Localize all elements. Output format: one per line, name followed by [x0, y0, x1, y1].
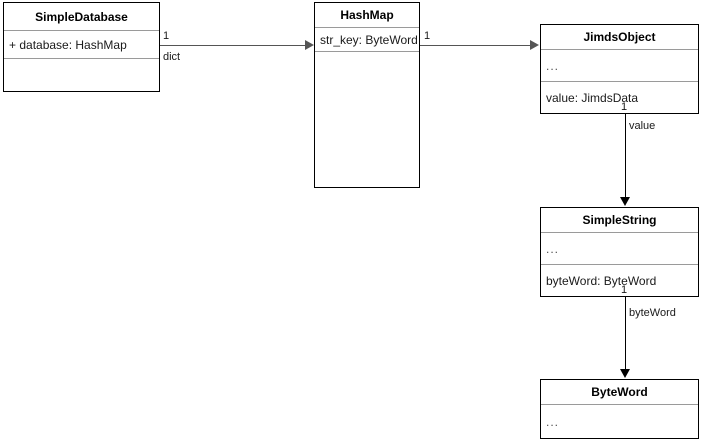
multiplicity-database-to-hashmap: 1 [163, 30, 170, 42]
role-label-jimdsobject-to-simplestring: value [629, 120, 656, 132]
class-title-byte-word: ByteWord [591, 385, 648, 399]
class-box-hashmap[interactable]: HashMap str_key: ByteWord [314, 2, 420, 188]
class-attribute-value: value: JimdsData [541, 81, 698, 113]
class-attribute-byteword: byteWord: ByteWord [541, 264, 698, 296]
class-box-jimds-object[interactable]: JimdsObject ... value: JimdsData [540, 24, 699, 114]
class-compartment-simple-string-ellipsis: ... [541, 232, 698, 264]
class-title-hashmap: HashMap [340, 8, 394, 22]
class-compartment-hashmap-empty [315, 51, 419, 187]
class-compartment-simple-database-empty [4, 58, 159, 91]
class-box-simple-string[interactable]: SimpleString ... byteWord: ByteWord [540, 207, 699, 297]
class-title-simple-string: SimpleString [582, 213, 657, 227]
association-line-simplestring-to-byteword [625, 297, 626, 370]
class-compartment-jimds-object-ellipsis: ... [541, 49, 698, 81]
multiplicity-simplestring-to-byteword: 1 [621, 284, 628, 296]
class-attribute-str-key: str_key: ByteWord [315, 27, 419, 51]
role-label-simplestring-to-byteword: byteWord [629, 307, 676, 319]
class-box-byte-word[interactable]: ByteWord ... [540, 379, 699, 439]
multiplicity-jimdsobject-to-simplestring: 1 [621, 101, 628, 113]
association-arrowhead-jimdsobject-to-simplestring [620, 197, 630, 206]
class-title-simple-database: SimpleDatabase [35, 9, 128, 24]
association-line-hashmap-to-jimdsobject [420, 45, 532, 46]
association-arrowhead-database-to-hashmap [305, 40, 314, 50]
association-arrowhead-hashmap-to-jimdsobject [530, 40, 539, 50]
class-attribute-database: + database: HashMap [4, 30, 159, 58]
class-title-jimds-object: JimdsObject [583, 30, 656, 44]
association-arrowhead-simplestring-to-byteword [620, 369, 630, 378]
role-label-database-to-hashmap: dict [163, 51, 181, 63]
multiplicity-hashmap-to-jimdsobject: 1 [424, 30, 431, 42]
association-line-jimdsobject-to-simplestring [625, 114, 626, 198]
association-line-database-to-hashmap [160, 45, 306, 46]
class-box-simple-database[interactable]: SimpleDatabase + database: HashMap [3, 2, 160, 92]
class-compartment-byte-word-ellipsis: ... [541, 404, 698, 438]
